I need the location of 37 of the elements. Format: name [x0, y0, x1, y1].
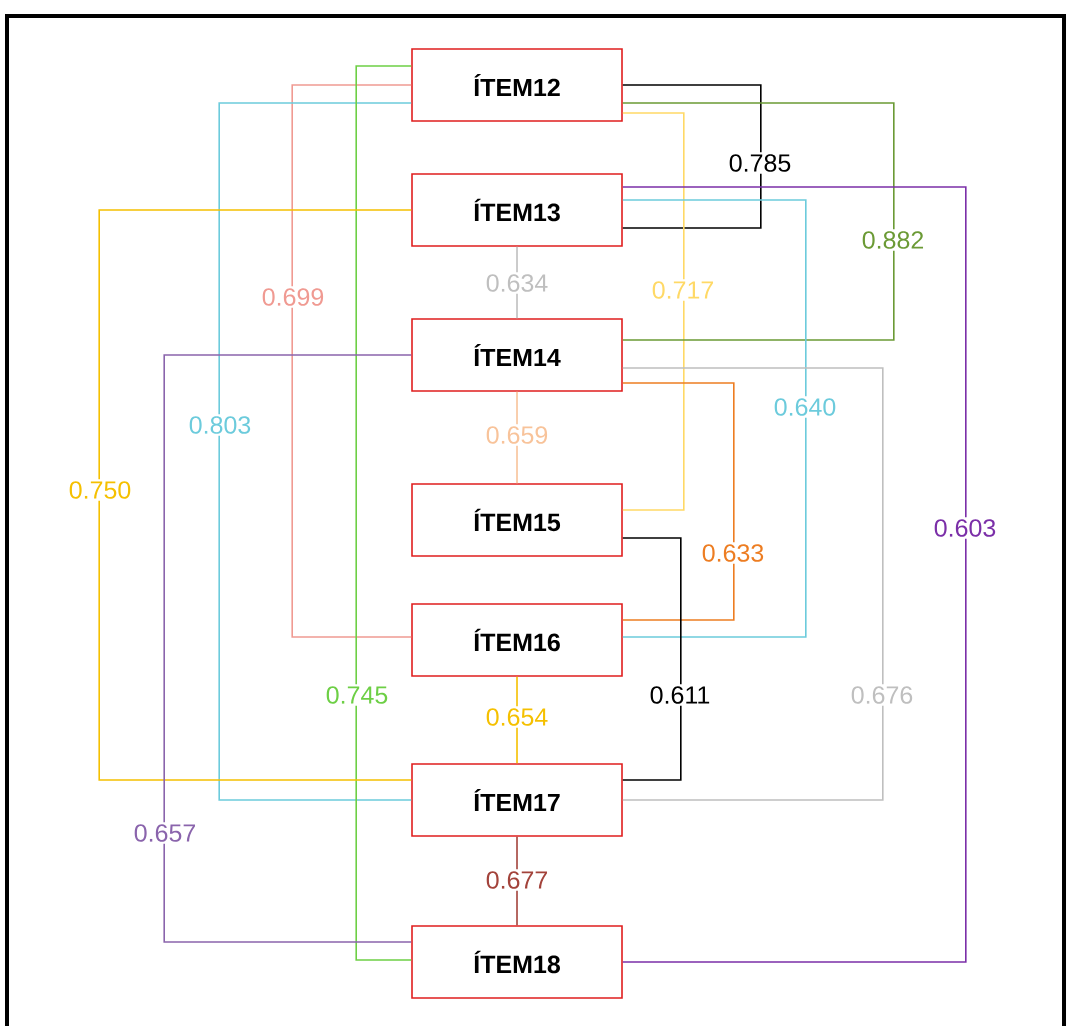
connector-line	[98, 209, 412, 781]
edge-label: 0.803	[189, 416, 251, 434]
edge-label: 0.717	[652, 281, 713, 299]
item-box: ÍTEM18	[411, 925, 623, 999]
connector-line	[355, 65, 412, 961]
edge-label: 0.785	[729, 154, 791, 172]
edge-label: 0.640	[774, 398, 836, 416]
edge-label: 0.882	[862, 231, 923, 249]
connector-line	[622, 382, 735, 621]
item-box: ÍTEM17	[411, 763, 623, 837]
connector-line	[218, 102, 412, 801]
connector-line	[622, 367, 884, 801]
connector-line	[622, 186, 967, 963]
connector-line	[622, 84, 762, 229]
item-box: ÍTEM12	[411, 48, 623, 122]
connector-line	[163, 354, 412, 943]
connector-line	[622, 102, 895, 341]
edge-label: 0.677	[486, 871, 547, 889]
edge-label: 0.750	[69, 481, 131, 499]
edge-label: 0.654	[486, 708, 548, 726]
edge-label: 0.611	[650, 686, 710, 704]
edge-label: 0.634	[486, 274, 548, 292]
connector-line	[291, 84, 412, 638]
edge-label: 0.603	[934, 519, 996, 537]
item-box: ÍTEM13	[411, 173, 623, 247]
edge-label: 0.699	[262, 288, 324, 306]
edge-label: 0.659	[486, 426, 548, 444]
connector-line	[622, 112, 685, 511]
edge-label: 0.745	[326, 686, 388, 704]
edge-label: 0.657	[134, 824, 195, 842]
edge-label: 0.633	[702, 544, 764, 562]
edge-label: 0.676	[851, 686, 913, 704]
item-box: ÍTEM15	[411, 483, 623, 557]
item-box: ÍTEM16	[411, 603, 623, 677]
item-box: ÍTEM14	[411, 318, 623, 392]
connector-line	[622, 199, 807, 638]
connector-line	[622, 537, 682, 781]
